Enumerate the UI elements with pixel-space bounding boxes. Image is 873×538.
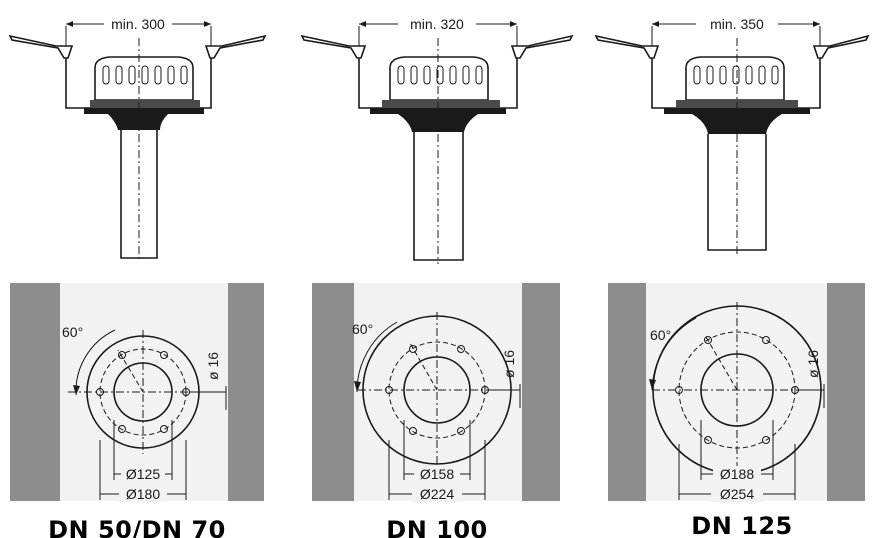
- grate-slots: [102, 65, 188, 85]
- variant-title: DN 125: [691, 512, 792, 538]
- wall-right: [228, 283, 264, 501]
- wall-left: [312, 283, 354, 501]
- angle-label: 60°: [62, 324, 83, 340]
- outer-diameter-label: Ø224: [420, 486, 454, 502]
- wall-left: [10, 283, 60, 501]
- inner-diameter-label: Ø158: [420, 466, 454, 482]
- angle-ray: [117, 349, 144, 393]
- outlet-pipe: [413, 132, 464, 261]
- grate-dome: [685, 56, 785, 101]
- roof-deck-left: [300, 34, 367, 59]
- flange-plate: [370, 108, 506, 114]
- flange-plate: [664, 108, 810, 114]
- plan-view-dn50: 60° ø 16 Ø125 Ø180: [10, 283, 264, 502]
- panel-dn125: min. 350: [594, 16, 870, 538]
- angle-label: 60°: [650, 327, 671, 343]
- dim-arrow-right: [813, 21, 820, 27]
- bolt-circle: [388, 341, 486, 439]
- grate-dome: [389, 56, 489, 101]
- angle-label: 60°: [352, 321, 373, 337]
- outer-diameter-label: Ø254: [720, 486, 754, 502]
- wall-right: [827, 283, 865, 501]
- roof-deck-right: [812, 34, 870, 59]
- bolt-hole-label: ø 16: [205, 352, 221, 380]
- variant-title: DN 100: [386, 516, 487, 538]
- clamping-ring: [90, 100, 200, 108]
- wall-left: [608, 283, 646, 501]
- min-opening-label: min. 300: [111, 16, 165, 32]
- roof-deck-right: [510, 34, 574, 59]
- roof-deck-left: [8, 34, 74, 59]
- bolt-hole-label: ø 16: [501, 350, 517, 378]
- variant-title: DN 50/DN 70: [48, 516, 226, 538]
- grate-slots: [693, 65, 779, 85]
- side-view-dn50: min. 300: [8, 16, 267, 262]
- bolt-holes: [675, 336, 799, 444]
- outlet-transition: [108, 114, 168, 130]
- grate-slots: [397, 65, 483, 85]
- dim-arrow-right: [204, 21, 211, 27]
- dim-arrow-left: [359, 21, 366, 27]
- roof-deck-left: [594, 34, 660, 59]
- plan-view-dn100: 60° ø 16 Ø158 Ø224: [312, 283, 560, 502]
- plan-view-dn125: 60° ø 16 Ø188 Ø254: [608, 283, 865, 502]
- grate-dome: [94, 56, 194, 101]
- angle-arc-arrow: [354, 381, 361, 392]
- outer-diameter-label: Ø180: [126, 486, 160, 502]
- wall-right: [522, 283, 560, 501]
- min-opening-label: min. 350: [710, 16, 764, 32]
- roof-deck-right: [204, 34, 267, 59]
- inner-diameter-label: Ø188: [720, 466, 754, 482]
- inner-diameter-label: Ø125: [126, 466, 160, 482]
- bolt-holes: [96, 351, 190, 433]
- angle-ray: [705, 336, 738, 391]
- bolt-holes: [385, 345, 489, 435]
- dim-arrow-right: [510, 21, 517, 27]
- panel-dn50-dn70: min. 300: [8, 16, 267, 538]
- panel-dn100: min. 320: [300, 16, 574, 538]
- min-opening-label: min. 320: [410, 16, 464, 32]
- angle-ray: [409, 342, 438, 391]
- dim-arrow-left: [66, 21, 73, 27]
- bolt-hole-label: ø 16: [805, 350, 821, 378]
- clamping-ring: [382, 100, 500, 108]
- angle-arc-arrow: [73, 385, 80, 395]
- side-view-dn125: min. 350: [594, 16, 870, 254]
- dim-arrow-left: [652, 21, 659, 27]
- flange-plate: [84, 108, 204, 114]
- angle-arc-arrow: [649, 379, 656, 390]
- side-view-dn100: min. 320: [300, 16, 574, 264]
